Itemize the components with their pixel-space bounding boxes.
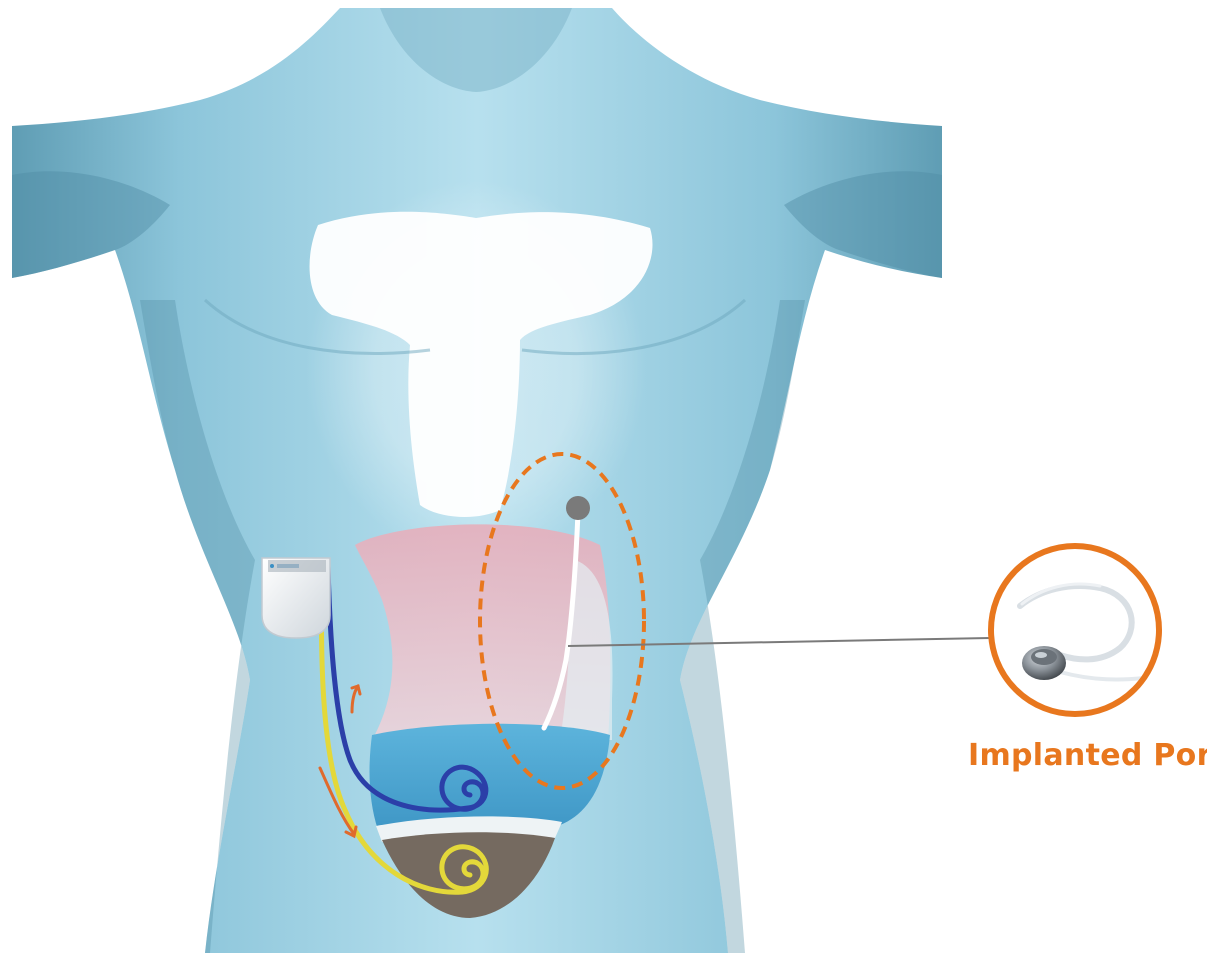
reservoir-fluid (370, 724, 610, 830)
port-cap (566, 496, 590, 520)
implanted-port-callout (991, 546, 1160, 714)
chest-glow (306, 180, 646, 560)
implanted-port-label: Implanted Port (968, 738, 1203, 773)
implanted-pump-icon (262, 558, 330, 638)
